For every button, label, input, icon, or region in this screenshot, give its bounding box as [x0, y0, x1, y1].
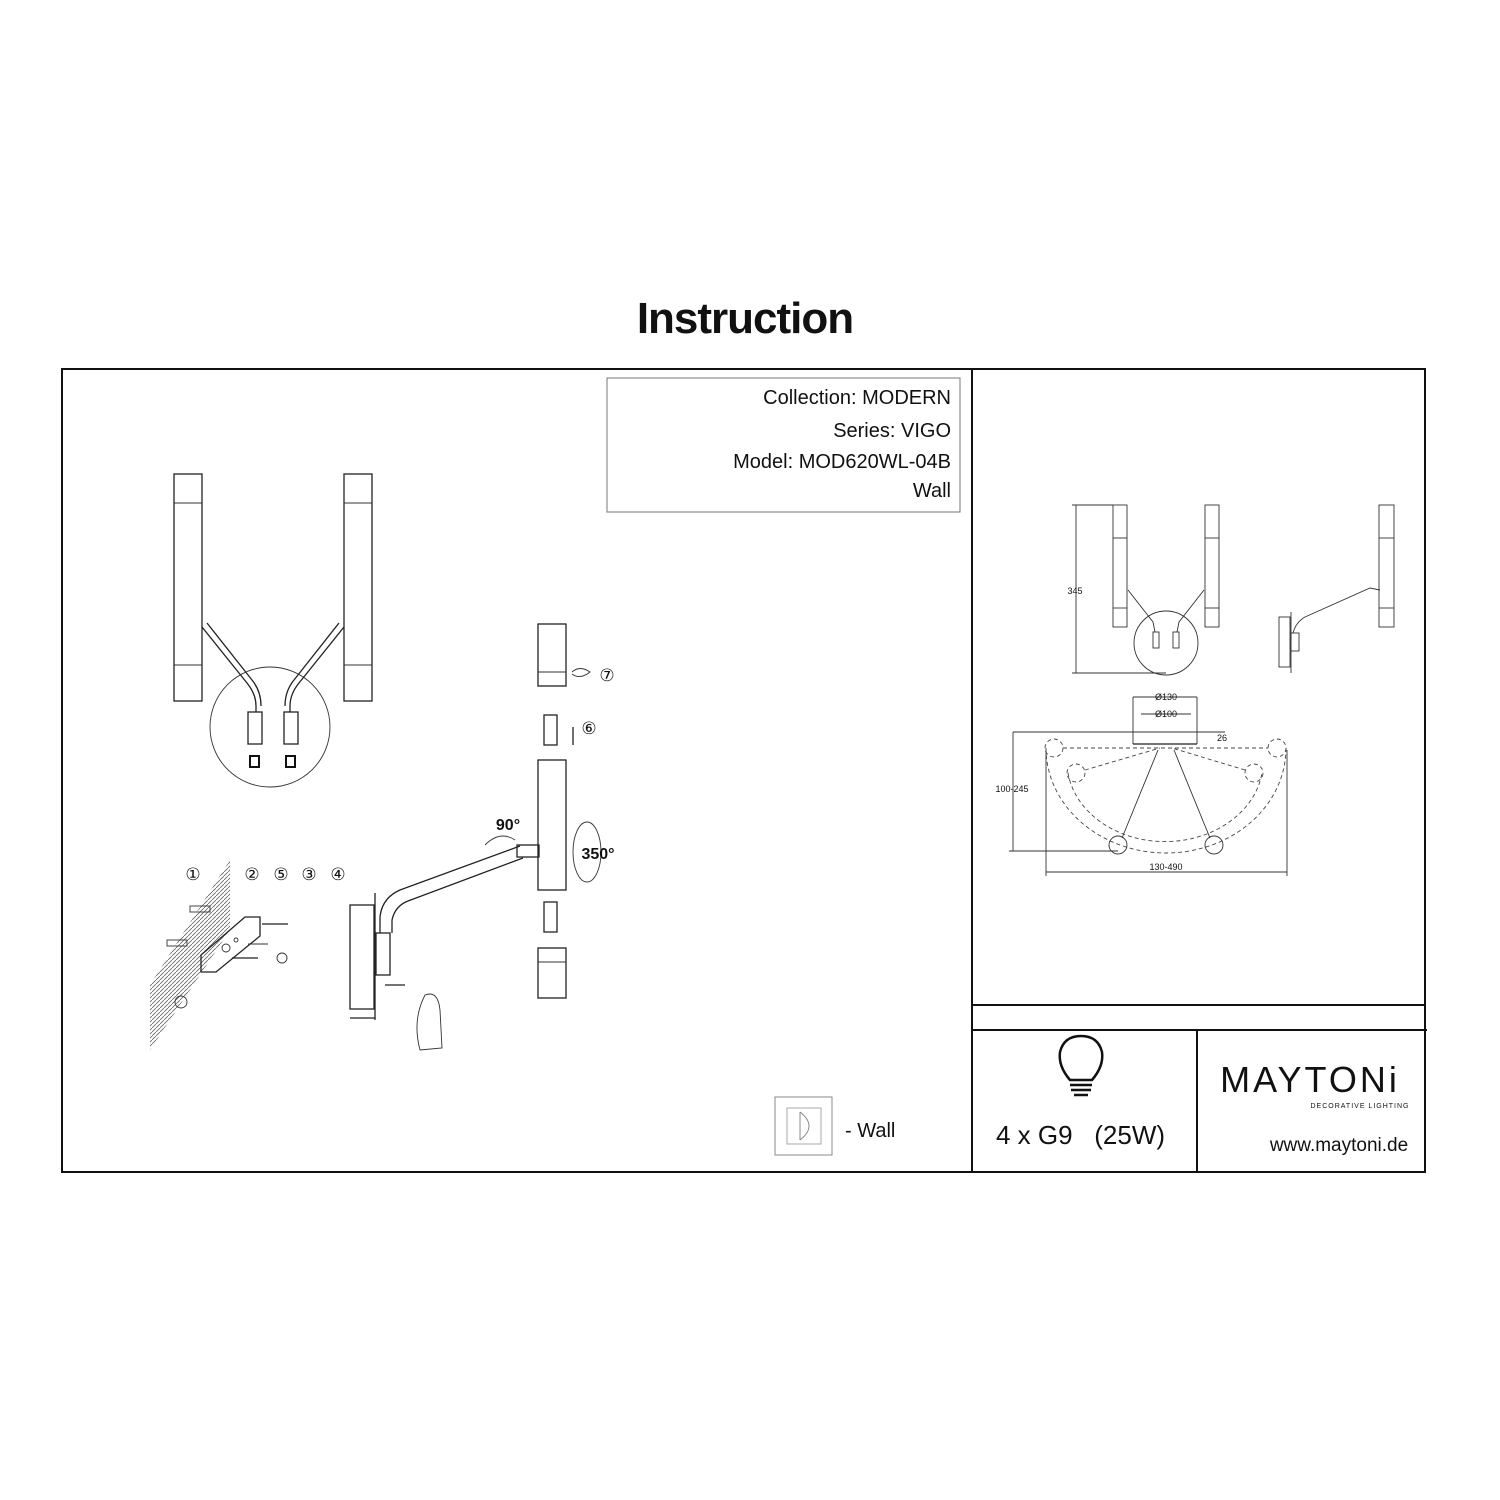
model-label: Model: MOD620WL-04B [733, 451, 951, 473]
brand-logo: MAYTONi [1220, 1059, 1400, 1100]
mount-type-label: Wall [913, 480, 951, 502]
inner-diameter-dimension: Ø100 [1155, 709, 1177, 719]
page-title: Instruction [637, 294, 853, 343]
step-3-label: ③ [301, 865, 316, 884]
product-info-box: Collection: MODERN Series: VIGO Model: M… [606, 377, 961, 513]
rotation-angle-label: 350° [581, 846, 614, 863]
height-dimension: 345 [1067, 586, 1082, 596]
width-dimension: 130-490 [1149, 862, 1182, 872]
step-5-label: ⑤ [273, 865, 288, 884]
light-bulb-icon [1058, 1034, 1104, 1097]
assembly-labels: 90° 350° ① ② ⑤ ③ ④ ⑥ ⑦ [185, 666, 614, 884]
step-4-label: ④ [330, 865, 345, 884]
dimension-drawings: 345 Ø130 Ø100 26 100-245 130-490 [995, 504, 1395, 876]
lamp-spec-label: 4 x G9 (25W) [996, 1120, 1165, 1150]
outer-diameter-dimension: Ø130 [1155, 692, 1177, 702]
assembly-diagram [150, 623, 602, 1051]
wall-mount-label: - Wall [845, 1120, 895, 1142]
arm-angle-label: 90° [496, 817, 520, 834]
wall-mount-icon [774, 1096, 833, 1156]
website-link[interactable]: www.maytoni.de [1269, 1135, 1408, 1156]
depth-dimension: 26 [1217, 733, 1227, 743]
collection-label: Collection: MODERN [763, 387, 951, 409]
reach-dimension: 100-245 [995, 784, 1028, 794]
brand-tagline: DECORATIVE LIGHTING [1311, 1103, 1410, 1110]
step-1-label: ① [185, 865, 200, 884]
sheet-frame [61, 368, 1427, 1173]
lamp-spec-cell: 4 x G9 (25W) [996, 1034, 1165, 1150]
brand-cell: MAYTONi DECORATIVE LIGHTING www.maytoni.… [1220, 1059, 1410, 1156]
step-2-label: ② [244, 865, 259, 884]
step-6-label: ⑥ [581, 719, 596, 738]
series-label: Series: VIGO [833, 420, 951, 442]
step-7-label: ⑦ [599, 666, 614, 685]
wall-mount-legend: - Wall [774, 1096, 895, 1156]
lamp-front-view [173, 473, 373, 788]
